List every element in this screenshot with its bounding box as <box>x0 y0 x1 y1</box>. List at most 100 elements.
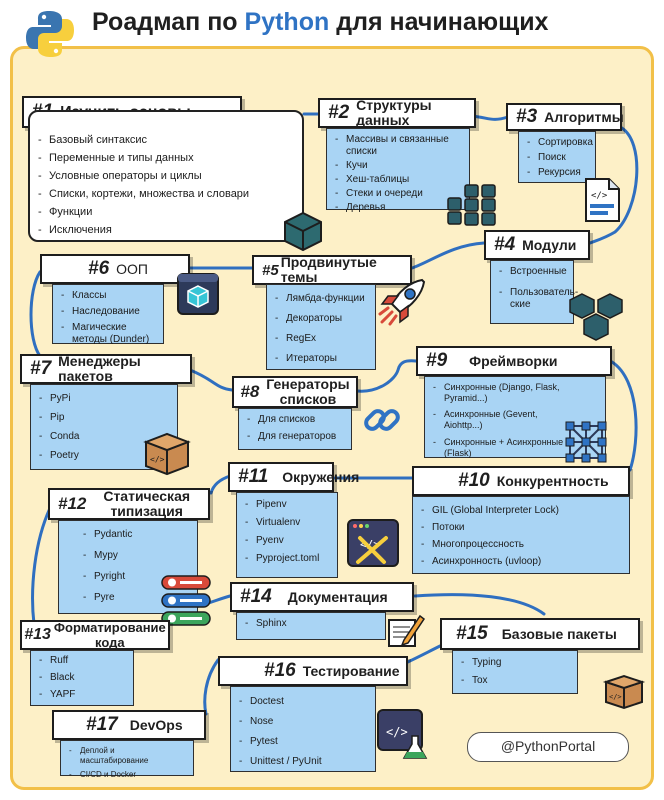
list-item: Деплой и масштабирование <box>69 746 185 766</box>
section-17-title: DevOps <box>129 716 183 733</box>
section-14-items: Sphinx <box>236 612 386 640</box>
list-item: Pyre <box>83 592 189 604</box>
list-item: Магические методы (Dunder) <box>61 322 155 346</box>
section-16-title: Тестирование <box>302 662 400 679</box>
list-item: Кучи <box>335 160 461 172</box>
list-item: Списки, кортежи, множества и словари <box>38 188 294 201</box>
section-9-items: Синхронные (Django, Flask, Pyramid...) А… <box>424 376 606 458</box>
section-13-number: #13 <box>24 626 51 643</box>
list-item: Массивы и связанные списки <box>335 134 461 158</box>
section-8-header: #8 Генераторы списков <box>232 376 358 408</box>
section-7-number: #7 <box>30 358 52 379</box>
list-item: Tox <box>461 675 569 687</box>
list-item: Декораторы <box>275 313 367 325</box>
list-item: Для генераторов <box>247 431 343 443</box>
section-4-items: Встроенные Пользователь-ские <box>490 260 578 324</box>
flask-screen-icon: </> <box>377 709 428 759</box>
list-item: GIL (Global Interpreter Lock) <box>421 505 621 517</box>
list-item: Стеки и очереди <box>335 188 461 200</box>
list-item: Рекурсия <box>527 167 587 179</box>
list-item: Наследование <box>61 306 155 318</box>
section-10-number: #10 <box>458 470 490 491</box>
section-15-header: #15 Базовые пакеты <box>440 618 640 650</box>
section-7-title: Менеджеры пакетов <box>58 353 141 384</box>
section-15-number: #15 <box>456 623 488 644</box>
list-item: Переменные и типы данных <box>38 152 294 165</box>
section-12-header: #12 Статическая типизация <box>48 488 210 520</box>
section-6-items: Классы Наследование Магические методы (D… <box>52 284 164 346</box>
section-12-title: Статическая типизация <box>103 488 191 519</box>
section-12-number: #12 <box>58 494 87 513</box>
rocket-icon <box>378 278 426 326</box>
section-17-header: #17 DevOps <box>52 710 206 740</box>
section-5-number: #5 <box>262 261 279 279</box>
section-15-title: Базовые пакеты <box>501 625 617 642</box>
list-item: YAPF <box>39 689 125 701</box>
section-2-header: #2 Структуры данных <box>318 98 476 128</box>
section-17-number: #17 <box>86 714 118 735</box>
section-16-number: #16 <box>264 660 296 681</box>
section-7-header: #7 Менеджеры пакетов <box>20 354 192 384</box>
svg-text:</>: </> <box>386 725 408 739</box>
list-item: Асинхронность (uvloop) <box>421 556 621 568</box>
svg-text:</>: </> <box>150 455 165 464</box>
list-item: Синхронные (Django, Flask, Pyramid...) <box>433 382 575 404</box>
list-item: Функции <box>38 206 294 219</box>
section-9-header: #9 Фреймворки <box>416 346 612 376</box>
section-10-header: #10 Конкурентность <box>412 466 630 496</box>
section-14-number: #14 <box>240 586 272 607</box>
list-item: Pydantic <box>83 529 189 541</box>
section-3-items: Сортировка Поиск Рекурсия <box>518 131 596 183</box>
list-item: Деревья <box>335 202 461 214</box>
svg-text:</>: </> <box>591 191 608 201</box>
pencil-paper-icon <box>388 614 426 647</box>
section-11-title: Окружения <box>282 468 360 485</box>
chain-link-icon <box>364 409 400 431</box>
section-5-items: Лямбда-функции Декораторы RegEx Итератор… <box>266 284 376 370</box>
section-4-header: #4 Модули <box>484 230 590 260</box>
section-14-header: #14 Документация <box>230 582 414 612</box>
section-10-title: Конкурентность <box>496 472 609 489</box>
section-3-title: Алгоритмы <box>544 108 624 125</box>
list-item: RegEx <box>275 333 367 345</box>
section-15-items: Typing Tox <box>452 650 578 694</box>
section-13-header: #13 Форматирование кода <box>20 620 170 650</box>
list-item: Встроенные <box>499 266 567 278</box>
section-6-title: ООП <box>116 260 148 277</box>
list-item: Для списков <box>247 414 343 426</box>
section-17-items: Деплой и масштабирование CI/CD и Docker <box>60 740 194 780</box>
section-4-number: #4 <box>494 234 516 255</box>
section-3-header: #3 Алгоритмы <box>506 103 624 131</box>
list-item: Лямбда-функции <box>275 293 367 305</box>
section-16-header: #16 Тестирование <box>218 656 408 686</box>
list-item: Поиск <box>527 152 587 164</box>
section-6-header: #6 ООП <box>40 254 190 284</box>
section-8-title: Генераторы списков <box>266 376 350 407</box>
section-16-items: Doctest Nose Pytest Unittest / PyUnit <box>230 686 376 772</box>
code-document-icon: </> <box>585 178 620 222</box>
section-5-title: Продвинутые темы <box>280 254 377 285</box>
section-13-items: Ruff Black YAPF <box>30 650 134 706</box>
section-8-items: Для списков Для генераторов <box>238 408 352 450</box>
package-box-icon: </> <box>602 674 646 710</box>
list-item: Mypy <box>83 550 189 562</box>
list-item: Условные операторы и циклы <box>38 170 294 183</box>
list-item: PyPi <box>39 393 169 405</box>
list-item: Sphinx <box>245 618 377 630</box>
section-14-title: Документация <box>287 588 388 605</box>
open-box-icon: </> <box>143 432 191 476</box>
list-item: Хеш-таблицы <box>335 174 461 186</box>
svg-text:</>: </> <box>609 693 622 701</box>
list-item: Typing <box>461 657 569 669</box>
list-item: Pip <box>39 412 169 424</box>
list-item: Потоки <box>421 522 621 534</box>
network-grid-icon <box>565 421 607 463</box>
list-item: CI/CD и Docker <box>69 770 185 780</box>
section-3-number: #3 <box>516 106 538 127</box>
list-item: Nose <box>239 716 367 728</box>
section-2-title: Структуры данных <box>356 97 432 128</box>
list-item: Базовый синтаксис <box>38 134 294 147</box>
section-2-number: #2 <box>328 102 350 123</box>
